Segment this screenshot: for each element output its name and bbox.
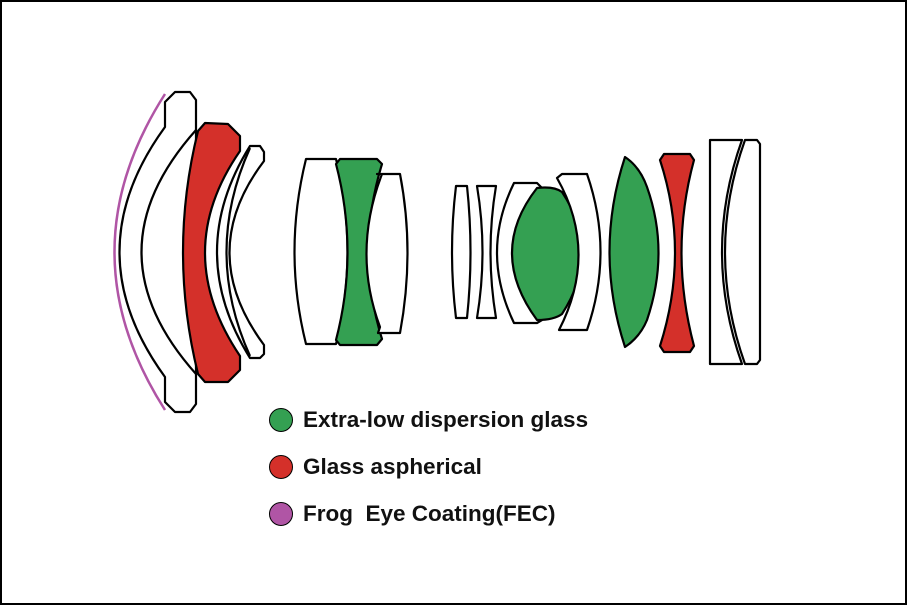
- lens-element-13-aspherical: [658, 152, 696, 354]
- legend-item-aspherical: Glass aspherical: [269, 443, 689, 490]
- legend: Extra-low dispersion glass Glass aspheri…: [269, 396, 689, 537]
- purple-dot-icon: [269, 501, 293, 526]
- lens-element-15: [723, 138, 762, 366]
- legend-label-ed-glass: Extra-low dispersion glass: [303, 406, 589, 432]
- lens-element-4: [293, 157, 349, 346]
- green-dot-icon: [269, 407, 293, 432]
- lens-element-12-ed: [608, 155, 660, 349]
- lens-element-14: [708, 138, 744, 366]
- fec-coating-arc: [113, 93, 167, 411]
- lens-element-7: [450, 184, 472, 320]
- lens-element-2-aspherical: [181, 121, 242, 384]
- legend-label-aspherical: Glass aspherical: [303, 453, 482, 479]
- legend-item-fec: Frog Eye Coating(FEC): [269, 490, 689, 537]
- lens-element-11: [555, 172, 602, 332]
- legend-item-ed-glass: Extra-low dispersion glass: [269, 396, 689, 443]
- red-dot-icon: [269, 454, 293, 479]
- lens-element-1: [118, 90, 198, 414]
- lens-element-8: [475, 184, 498, 320]
- lens-element-3: [215, 144, 266, 360]
- lens-element-3-inner-surface: [225, 147, 252, 357]
- lens-element-10-ed: [511, 186, 584, 322]
- legend-label-fec: Frog Eye Coating(FEC): [303, 500, 556, 526]
- lens-element-6: [365, 172, 409, 335]
- lens-element-1-inner-surface: [140, 129, 197, 375]
